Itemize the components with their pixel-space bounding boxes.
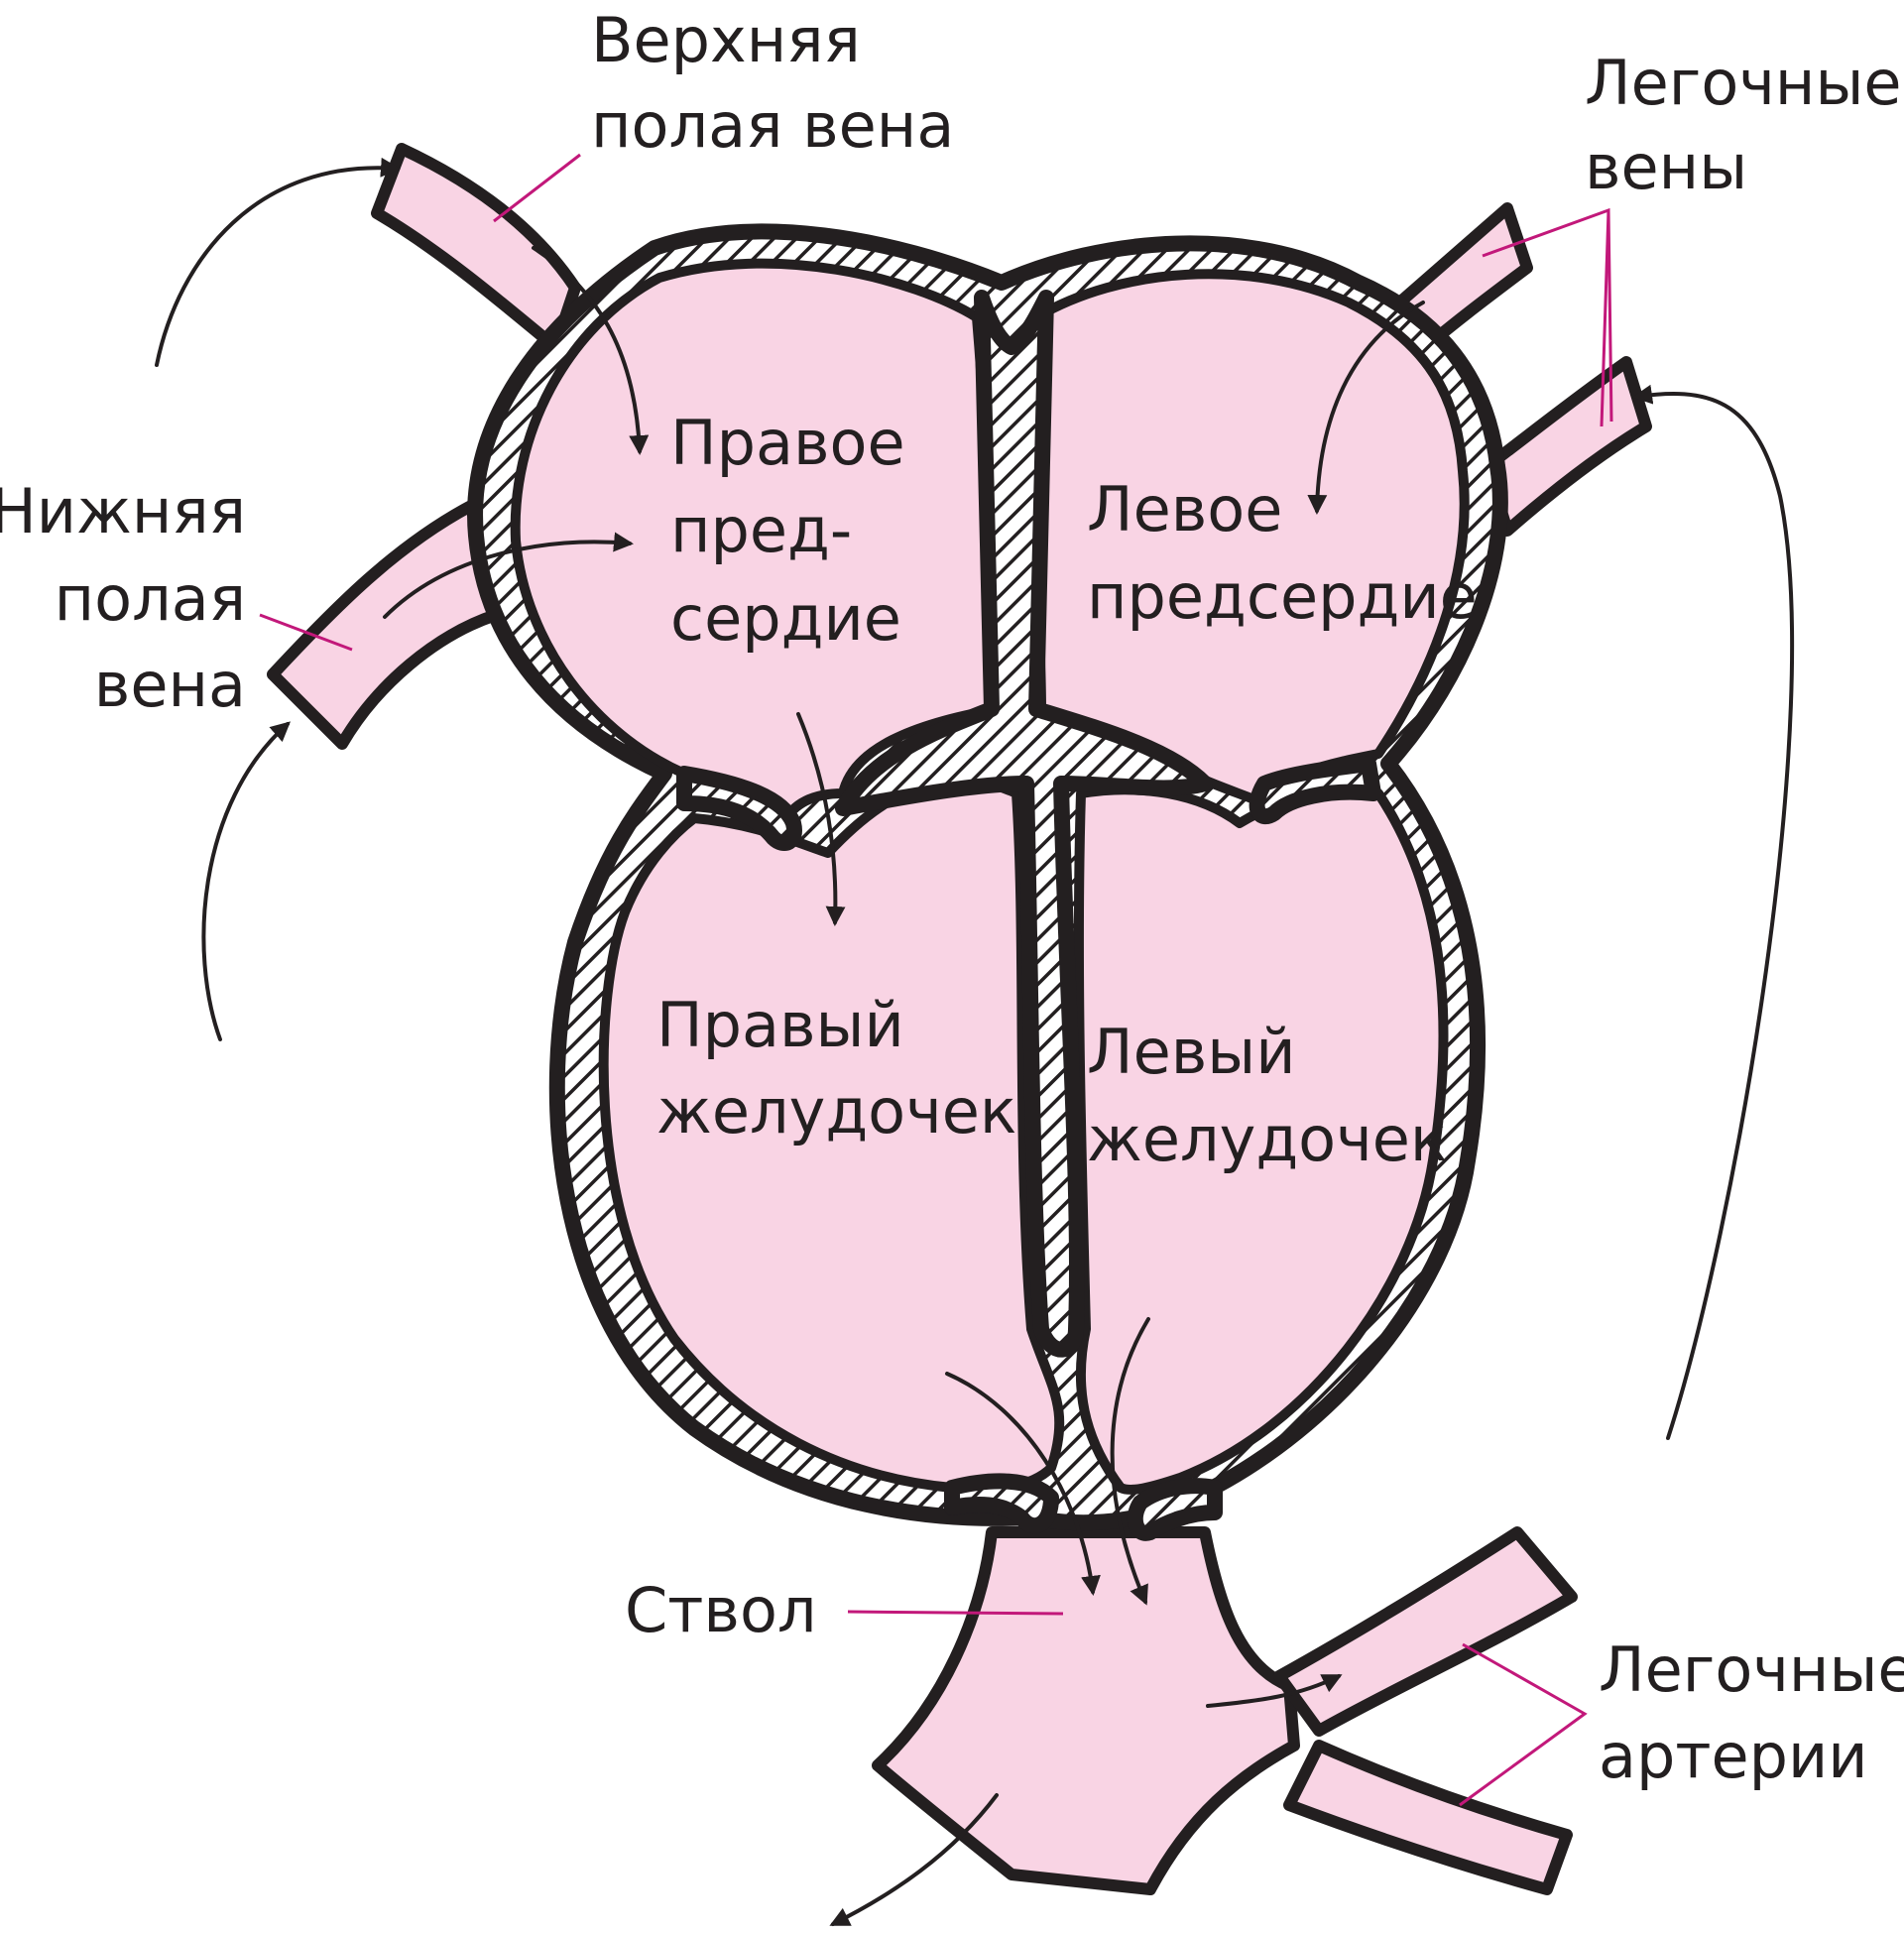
leader-lines [259, 153, 1613, 1807]
mitral-valve-flap [1249, 756, 1381, 825]
pulmonary-trunk [872, 1526, 1300, 1895]
label-ivc-line3: вена [94, 649, 246, 721]
arrow-rv-to-trunk [945, 1372, 1101, 1596]
pulmonary-artery-upper [1273, 1526, 1578, 1737]
label-ra-line3: сердие [670, 582, 901, 655]
superior-vena-cava [371, 143, 581, 353]
label-la-line2: предсердие [1087, 560, 1478, 633]
leader-ivc [259, 613, 353, 652]
label-pa-line2: артерии [1599, 1720, 1868, 1792]
label-pv-line1: Легочные [1585, 47, 1902, 119]
heart [467, 223, 1508, 1541]
label-trunk: Ствол [625, 1574, 817, 1646]
labels: Верхняя полая вена Нижняя полая вена Лег… [0, 4, 1904, 1792]
label-lv-line1: Левый [1087, 1016, 1296, 1088]
label-svc-line2: полая вена [591, 89, 954, 162]
label-ivc-line2: полая [55, 562, 246, 635]
leader-pulmonary-arteries [1459, 1642, 1588, 1807]
pulmonary-vein-lower [1482, 356, 1652, 537]
interventricular-septum [835, 290, 1213, 1358]
arrow-ivc-to-ra [383, 532, 634, 619]
arrow-into-pv [1632, 384, 1795, 1440]
leader-pulmonary-veins-branch [1600, 209, 1610, 427]
pulmonary-artery-lower [1283, 1740, 1573, 1895]
arrow-out-of-trunk [829, 1793, 999, 1926]
arrow-pv-to-la [1307, 301, 1425, 515]
label-rv-line2: желудочек [656, 1075, 1016, 1148]
arrow-trunk-to-pa [1206, 1674, 1343, 1708]
inferior-vena-cava [267, 500, 502, 750]
tricuspid-valve-flap [676, 766, 802, 851]
label-pa-line1: Легочные [1599, 1633, 1904, 1706]
label-svc-line1: Верхняя [591, 4, 861, 76]
arrow-into-ivc [201, 721, 291, 1041]
label-ivc-line1: Нижняя [0, 475, 246, 547]
leader-trunk [847, 1610, 1064, 1616]
vessels [267, 143, 1652, 1895]
label-pv-line2: вены [1585, 131, 1747, 203]
label-rv-line1: Правый [656, 989, 904, 1061]
label-ra-line1: Правое [670, 407, 905, 479]
pulmonary-valve-flap-right [1127, 1478, 1223, 1541]
pulmonary-valve-flap-left [944, 1473, 1059, 1534]
arrow-svc-to-ra [532, 246, 650, 455]
label-lv-line2: желудочек [1087, 1103, 1447, 1175]
leader-svc [493, 153, 581, 223]
label-la-line1: Левое [1087, 473, 1282, 545]
label-ra-line2: пред- [670, 494, 852, 566]
arrow-ra-to-rv [796, 712, 846, 926]
arrow-lv-to-trunk [1110, 1317, 1150, 1606]
arrow-into-svc [155, 157, 401, 367]
flow-arrows [155, 157, 1795, 1926]
